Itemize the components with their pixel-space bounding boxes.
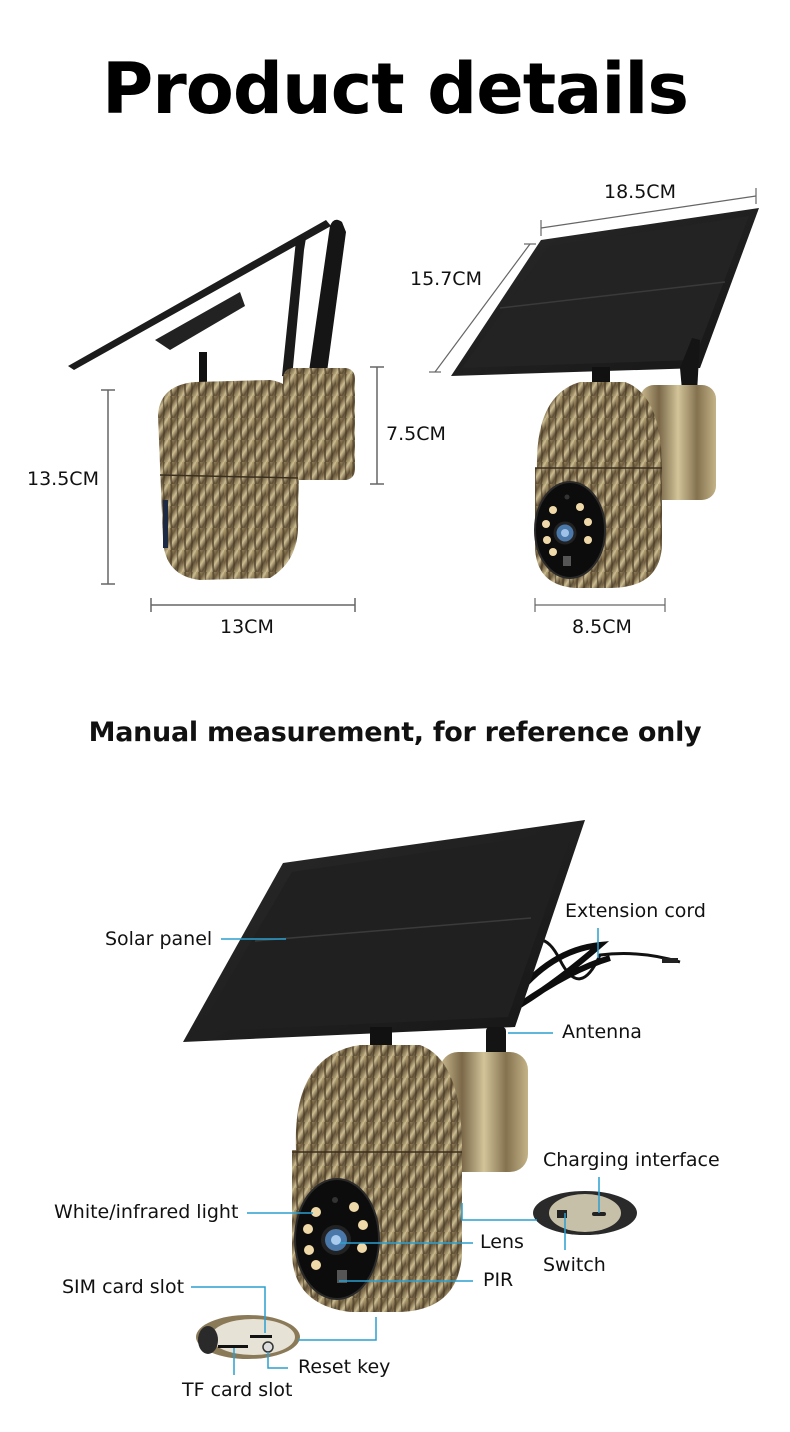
- callout-tf-card-slot: TF card slot: [182, 1379, 293, 1401]
- callout-sim-card-slot: SIM card slot: [62, 1276, 185, 1298]
- dimension-panel-depth: 15.7CM: [410, 268, 482, 290]
- callout-reset-key: Reset key: [298, 1356, 391, 1378]
- callout-antenna: Antenna: [562, 1021, 642, 1043]
- measurement-note: Manual measurement, for reference only: [88, 717, 702, 748]
- dimension-body-width: 8.5CM: [572, 616, 632, 638]
- annotated-camera: [183, 820, 681, 1359]
- callout-lens: Lens: [480, 1231, 524, 1253]
- callout-pir: PIR: [483, 1269, 514, 1291]
- callout-switch: Switch: [543, 1254, 606, 1276]
- dimension-width-side: 13CM: [220, 616, 274, 638]
- front-view-dimension-lines: [429, 188, 757, 612]
- callout-solar-panel: Solar panel: [105, 928, 213, 950]
- side-view-camera: [68, 219, 355, 580]
- page-title: Product details: [101, 48, 689, 130]
- side-view-dimension-lines: [101, 366, 384, 612]
- callout-charging-interface: Charging interface: [543, 1149, 720, 1171]
- dimension-height-total: 13.5CM: [27, 468, 99, 490]
- callout-extension-cord: Extension cord: [565, 900, 706, 922]
- callout-white-infrared-light: White/infrared light: [54, 1201, 239, 1223]
- dimension-height-mount: 7.5CM: [386, 423, 446, 445]
- dimension-panel-width: 18.5CM: [604, 181, 676, 203]
- callout-lines: [191, 928, 600, 1375]
- front-view-camera: [451, 208, 759, 588]
